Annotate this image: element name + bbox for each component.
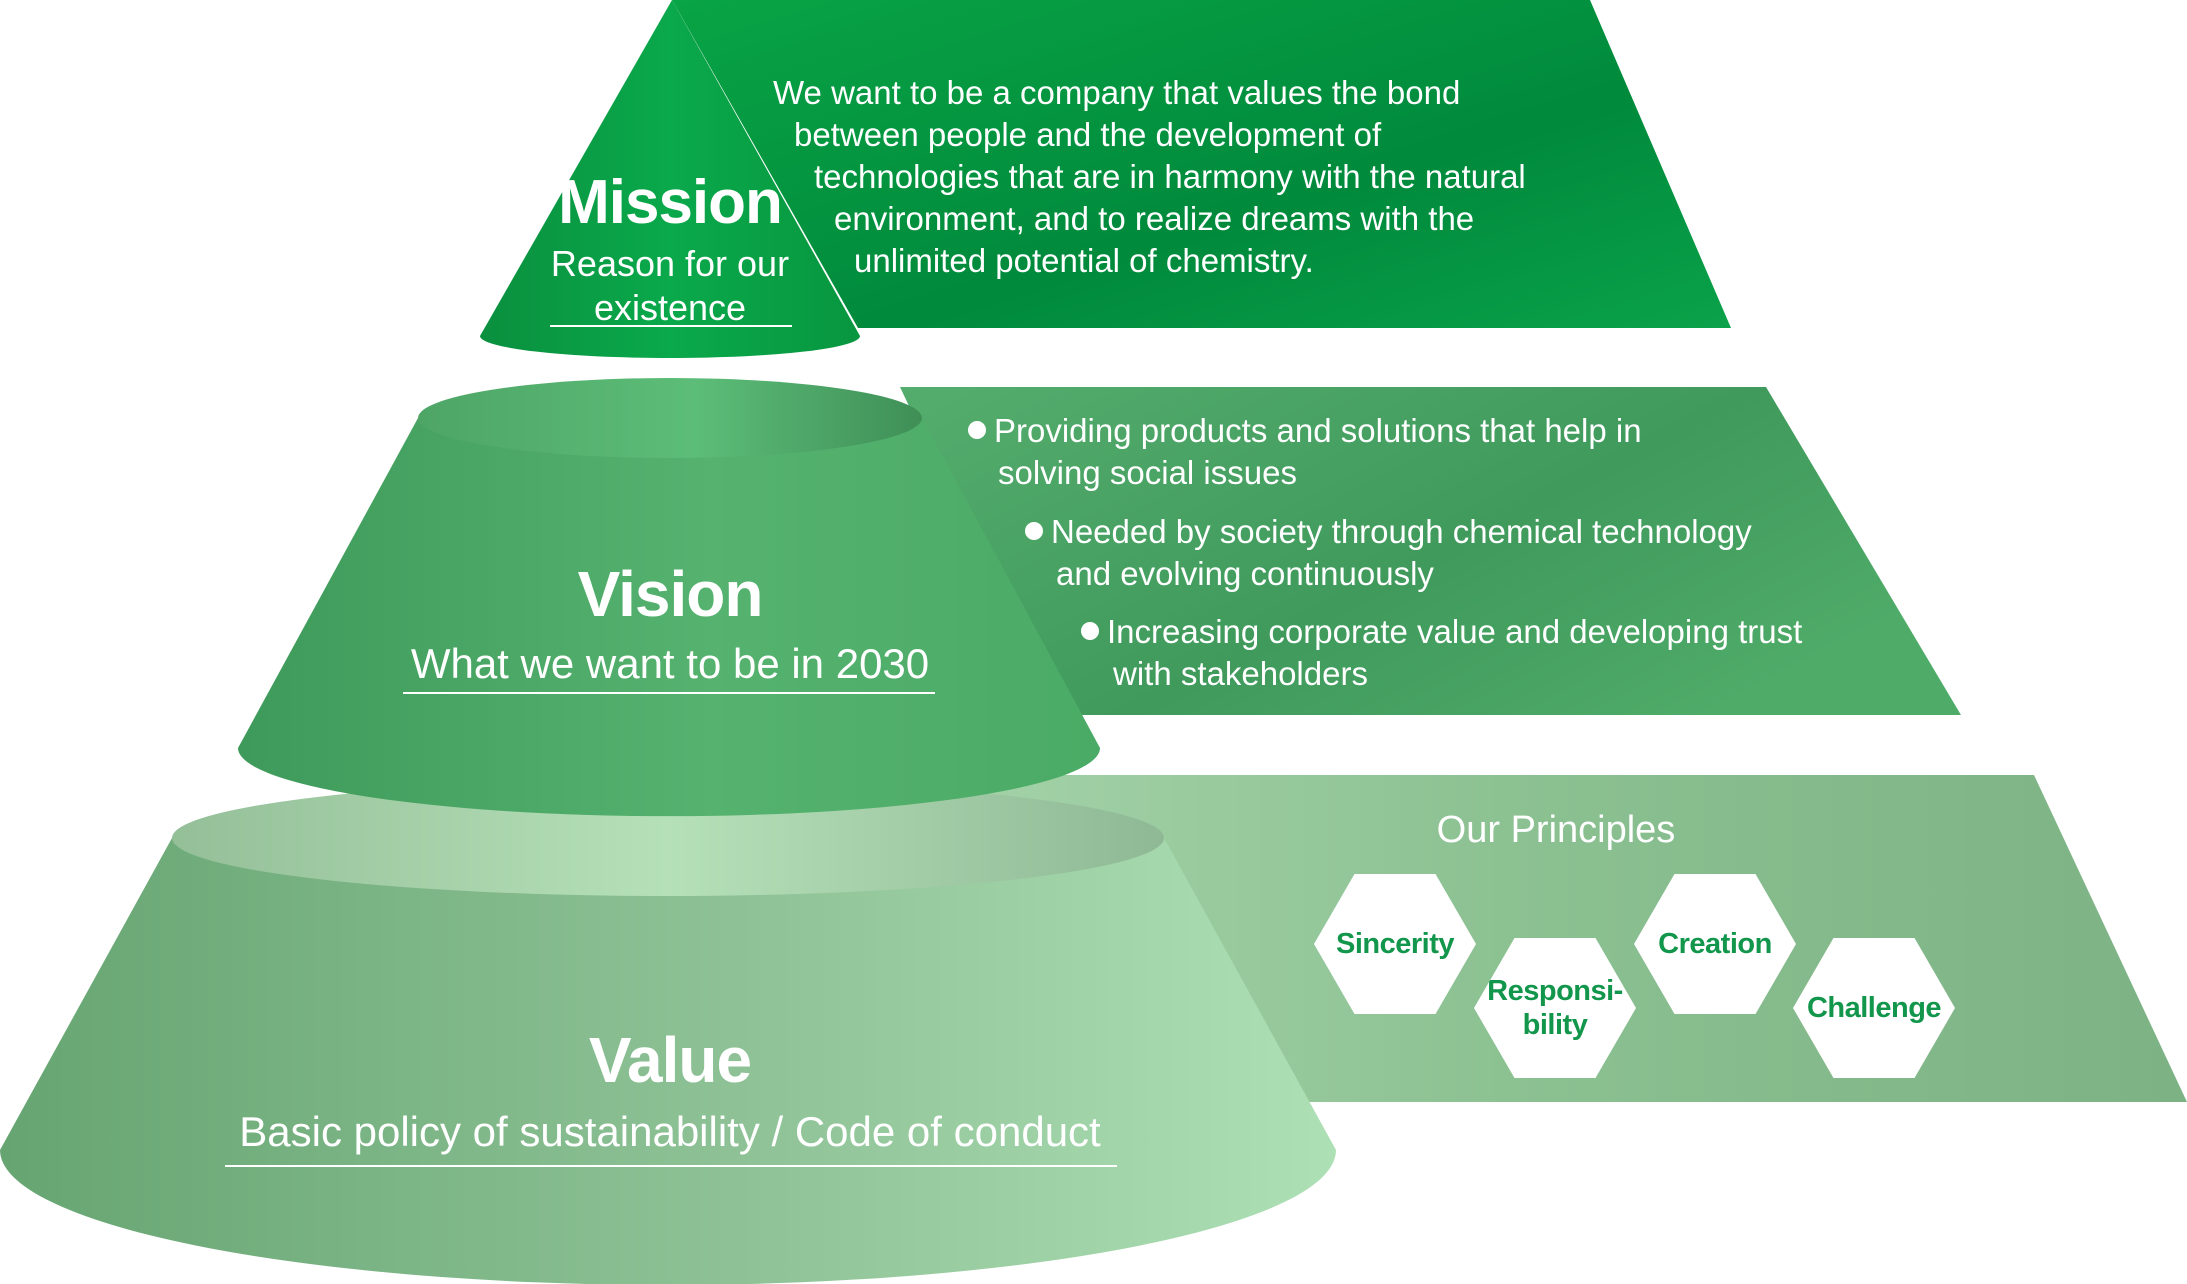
mission-title: Mission xyxy=(558,168,783,237)
mission-text-line-1: We want to be a company that values the … xyxy=(773,74,1461,111)
value-underline xyxy=(225,1165,1117,1167)
vision-band xyxy=(900,387,1961,715)
vision-underline xyxy=(403,692,935,694)
mission-band xyxy=(672,0,1731,328)
bullet-dot-icon xyxy=(968,421,986,440)
vision-bullet-1-line-1: Providing products and solutions that he… xyxy=(994,412,1642,449)
mission-text-line-3: technologies that are in harmony with th… xyxy=(814,158,1526,195)
vision-subtitle: What we want to be in 2030 xyxy=(410,640,930,687)
mission-underline xyxy=(550,325,792,327)
vision-bullet-2-line-1: Needed by society through chemical techn… xyxy=(1051,513,1752,550)
bullet-dot-icon xyxy=(1081,622,1099,641)
vision-bullet-1-cont: solving social issues xyxy=(998,454,1297,491)
mission-text-line-5: unlimited potential of chemistry. xyxy=(854,242,1314,279)
vision-bullet-2: Needed by society through chemical techn… xyxy=(1025,511,1752,553)
principles-title: Our Principles xyxy=(1436,809,1676,851)
mission-text-line-2: between people and the development of xyxy=(794,116,1382,153)
mission-subtitle: Reason for our existence xyxy=(550,243,790,328)
vision-bullet-3-cont: with stakeholders xyxy=(1113,655,1368,692)
vision-bullet-3-line-1: Increasing corporate value and developin… xyxy=(1107,613,1803,650)
mission-cone xyxy=(480,0,860,358)
principle-responsibility-label: Responsi- bility xyxy=(1487,975,1623,1041)
vision-cone xyxy=(238,418,1100,817)
vision-bullet-2-cont: and evolving continuously xyxy=(1056,555,1434,592)
bullet-dot-icon xyxy=(1025,522,1043,541)
value-title: Value xyxy=(588,1024,752,1096)
mission-text-line-4: environment, and to realize dreams with … xyxy=(834,200,1475,237)
value-cone xyxy=(0,838,1336,1284)
vision-bullet-1: Providing products and solutions that he… xyxy=(968,410,1642,452)
vision-title: Vision xyxy=(577,558,764,630)
vision-cone-top xyxy=(418,378,922,458)
value-cone-top xyxy=(172,780,1164,896)
value-subtitle: Basic policy of sustainability / Code of… xyxy=(239,1108,1101,1155)
vision-bullet-3: Increasing corporate value and developin… xyxy=(1081,611,1802,653)
